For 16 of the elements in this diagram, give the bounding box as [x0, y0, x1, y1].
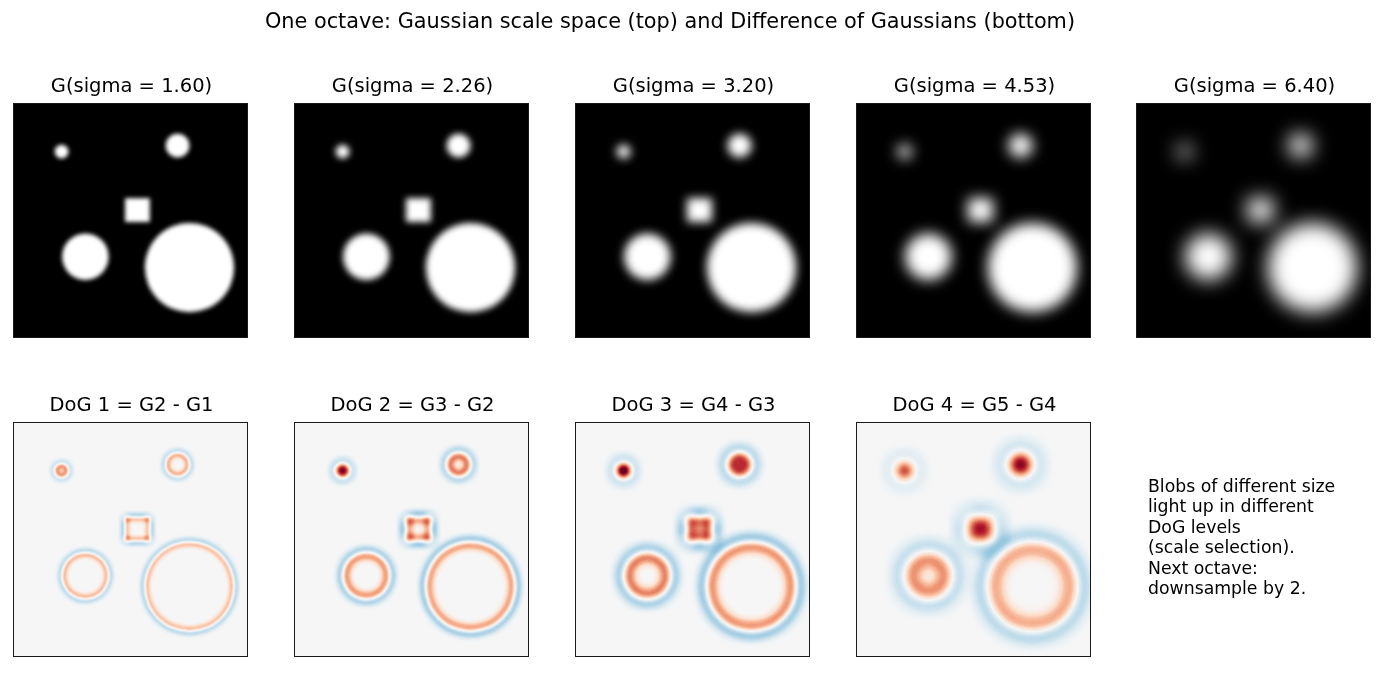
panel-title: DoG 4 = G5 - G4 — [891, 393, 1058, 417]
panel-title: G(sigma = 6.40) — [1172, 74, 1337, 98]
note-text: downsample by 2. — [1148, 578, 1307, 599]
note-text: light up in different — [1148, 496, 1314, 517]
panel-title: G(sigma = 3.20) — [611, 74, 776, 98]
panel-title: G(sigma = 1.60) — [49, 74, 214, 98]
panel-title: DoG 1 = G2 - G1 — [48, 393, 215, 417]
panel-title: G(sigma = 2.26) — [330, 74, 495, 98]
panel-title: DoG 2 = G3 - G2 — [329, 393, 496, 417]
note-text: DoG levels — [1148, 516, 1241, 538]
note-text: (scale selection). — [1148, 537, 1295, 558]
note-text: Blobs of different size — [1148, 476, 1336, 497]
note-text: Next octave: — [1148, 557, 1258, 578]
panel-title: DoG 3 = G4 - G3 — [610, 393, 777, 417]
figure-title: One octave: Gaussian scale space (top) and Difference of Gaussians (bottom) — [264, 9, 1076, 34]
panel-title: G(sigma = 4.53) — [892, 74, 1057, 98]
